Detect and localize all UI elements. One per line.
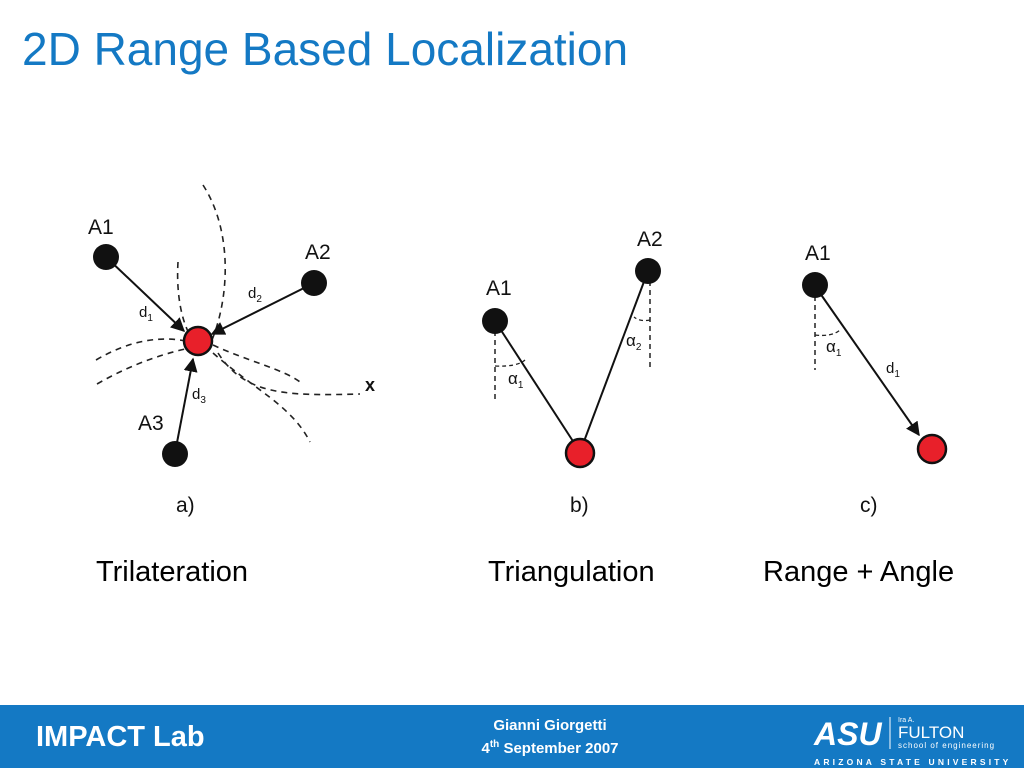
localization-diagram: A1 A2 A3 d1 d2 d3 x a) A1 A2 α1 α2 b) A1… [88,184,948,517]
range-d1-arrow [105,256,186,332]
caption-range-angle: Range + Angle [763,556,955,588]
target-node [564,437,596,469]
anchor-a2-node [301,270,327,296]
range-arc [96,347,191,385]
caption-trilateration: Trilateration [96,556,249,588]
label-alpha1: α1 [826,337,842,359]
label-alpha2: α2 [626,331,642,353]
angle-arc [633,316,651,322]
range-arc [217,352,361,396]
label-a2: A2 [637,228,663,251]
label-a2: A2 [305,241,331,264]
panel-b-tag: b) [570,494,589,517]
logo-asu: ASU [813,716,882,752]
lab-name: IMPACT Lab [36,721,205,753]
anchor-a2-node [635,258,661,284]
bearing-line-a1 [494,320,581,453]
label-a3: A3 [138,412,164,435]
target-node [182,325,214,357]
asu-fulton-logo: ASU Ira A. FULTON school of engineering … [813,716,1012,765]
range-d2-arrow [210,283,313,335]
logo-school: school of engineering [898,741,995,750]
range-arc [212,344,301,383]
panel-a-tag: a) [176,494,195,517]
label-d3: d3 [192,386,206,406]
caption-triangulation: Triangulation [488,556,655,588]
angle-arc [494,359,526,367]
label-a1: A1 [805,242,831,265]
range-d3-arrow [174,357,198,454]
label-a1: A1 [88,216,114,239]
label-d1: d1 [886,360,900,380]
target-node [916,433,948,465]
anchor-a1-node [802,272,828,298]
panel-c-tag: c) [860,494,878,517]
presenter-info: Gianni Giorgetti 4th September 2007 [430,716,670,758]
axis-x-label: x [365,375,375,395]
panel-b-triangulation: A1 A2 α1 α2 b) [482,228,663,517]
logo-university: ARIZONA STATE UNIVERSITY [814,757,1012,765]
range-arc [95,338,187,361]
presentation-date: 4th September 2007 [481,739,619,757]
label-a1: A1 [486,277,512,300]
bearing-line-a2 [579,270,649,453]
panel-a-trilateration: A1 A2 A3 d1 d2 d3 x a) [88,184,375,517]
logo-fulton: FULTON [898,723,964,742]
panel-c-range-angle: A1 α1 d1 c) [802,242,948,517]
footer-bar: IMPACT Lab Gianni Giorgetti 4th Septembe… [0,705,1024,768]
logo-ira: Ira A. [898,717,914,724]
presenter-name: Gianni Giorgetti [493,717,607,734]
range-d1-arrow [814,285,920,437]
slide-title: 2D Range Based Localization [22,23,629,75]
range-arc [202,184,227,341]
anchor-a1-node [93,244,119,270]
range-arc [176,261,194,341]
angle-arc [814,329,841,337]
label-d1: d1 [139,304,153,324]
anchor-a1-node [482,308,508,334]
label-alpha1: α1 [508,369,524,391]
label-d2: d2 [248,285,262,305]
anchor-a3-node [162,441,188,467]
